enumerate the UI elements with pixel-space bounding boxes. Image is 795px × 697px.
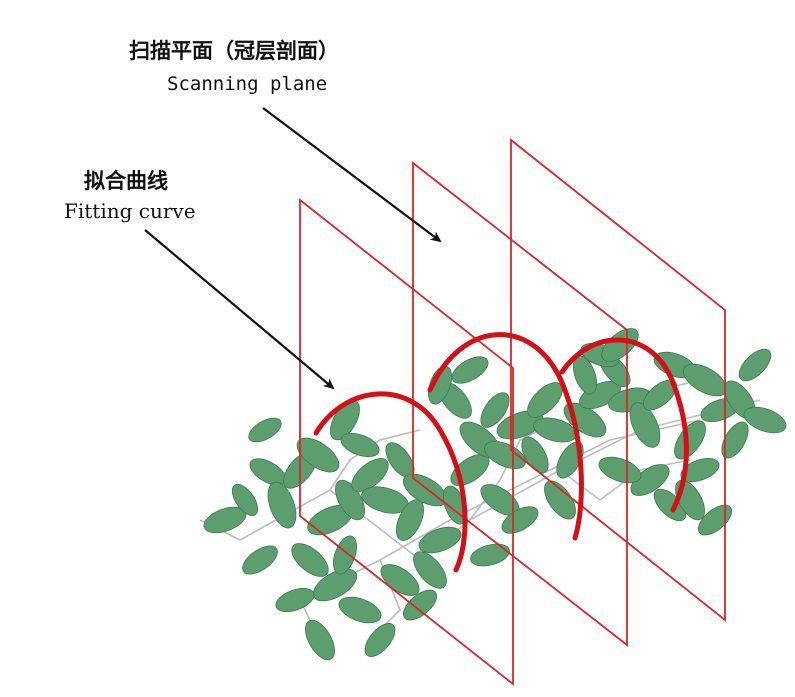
leaf	[501, 506, 539, 534]
scanning-plane-2	[412, 161, 628, 647]
leaf	[242, 545, 278, 575]
scanning-plane-label-cn: 扫描平面（冠层剖面）	[129, 38, 339, 63]
leaf	[267, 481, 297, 529]
fitting-curve-arrow	[144, 229, 335, 390]
leaf	[275, 587, 315, 613]
leaf	[674, 420, 706, 460]
scanning-plane-3	[510, 138, 726, 622]
leaf	[332, 535, 358, 575]
leaf	[338, 596, 382, 624]
leaf	[291, 543, 329, 577]
leaf	[418, 526, 462, 554]
leaf	[630, 464, 670, 496]
leaf	[521, 436, 549, 474]
leaf	[402, 589, 438, 621]
leaf	[340, 432, 380, 458]
plant-leaves	[203, 328, 787, 661]
leaf	[451, 356, 489, 384]
leaf	[629, 402, 661, 448]
leaf	[296, 437, 340, 473]
leaf	[231, 483, 259, 517]
leaf	[248, 417, 282, 443]
leaf	[335, 479, 365, 521]
leaf	[496, 410, 544, 440]
fitting-curve-label-en: Fitting curve	[64, 199, 196, 223]
leaf	[738, 348, 772, 382]
leaf	[544, 480, 576, 520]
fitting-curve-3	[559, 337, 689, 513]
leaf	[484, 440, 526, 470]
pointer-arrows	[144, 107, 442, 390]
leaf	[351, 458, 389, 492]
scanning-plane-label-en: Scanning plane	[167, 73, 327, 95]
leaf	[697, 504, 733, 536]
leaf	[721, 421, 749, 459]
scanning-plane-arrow	[262, 107, 442, 243]
fitting-curves	[313, 332, 689, 573]
scanning-plane-1	[299, 198, 514, 686]
leaf	[743, 406, 787, 434]
fitting-curve-label-cn: 拟合曲线	[84, 168, 168, 193]
scanning-planes	[299, 138, 726, 686]
fitting-curve-2	[427, 332, 584, 541]
leaf	[305, 619, 335, 661]
leaf	[598, 456, 642, 484]
leaf	[470, 543, 510, 567]
leaf	[680, 457, 720, 483]
leaf	[480, 392, 510, 428]
fitting-curve-1	[313, 391, 468, 573]
leaf	[364, 622, 396, 658]
leaf	[249, 458, 287, 486]
leaf	[413, 551, 447, 589]
